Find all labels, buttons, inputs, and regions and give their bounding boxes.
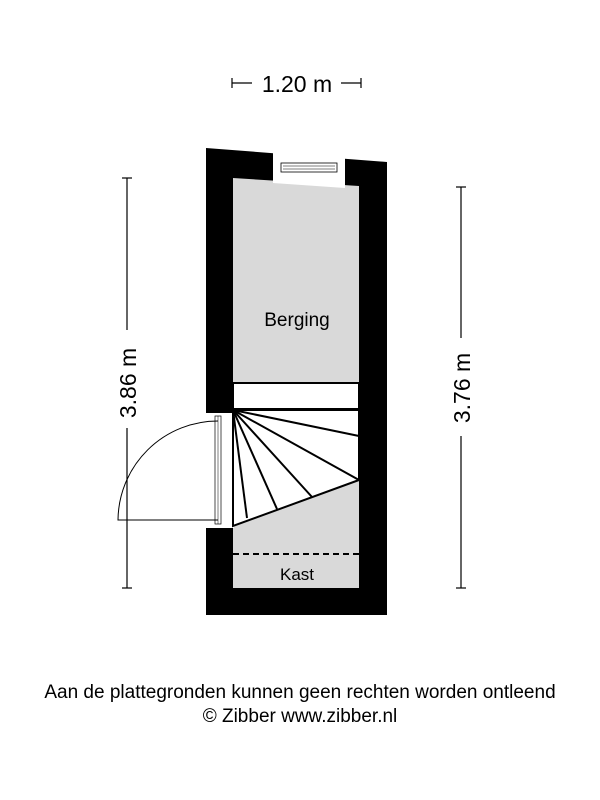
window-frame bbox=[280, 162, 338, 173]
dimension-width-label: 1.20 m bbox=[262, 71, 332, 97]
room-label-berging: Berging bbox=[264, 310, 330, 331]
dimension-right-label: 3.76 m bbox=[449, 353, 475, 423]
dimension-right bbox=[456, 186, 466, 589]
room-label-kast: Kast bbox=[280, 565, 314, 584]
stair-treads bbox=[232, 409, 360, 519]
dimension-left bbox=[122, 177, 132, 589]
door-swing-arc[interactable] bbox=[117, 420, 219, 521]
dimension-width bbox=[231, 78, 362, 88]
dimension-left-label: 3.86 m bbox=[115, 348, 141, 418]
disclaimer-text: Aan de plattegronden kunnen geen rechten… bbox=[44, 682, 556, 703]
stairs-landing bbox=[232, 382, 360, 410]
copyright-text: © Zibber www.zibber.nl bbox=[202, 706, 398, 727]
